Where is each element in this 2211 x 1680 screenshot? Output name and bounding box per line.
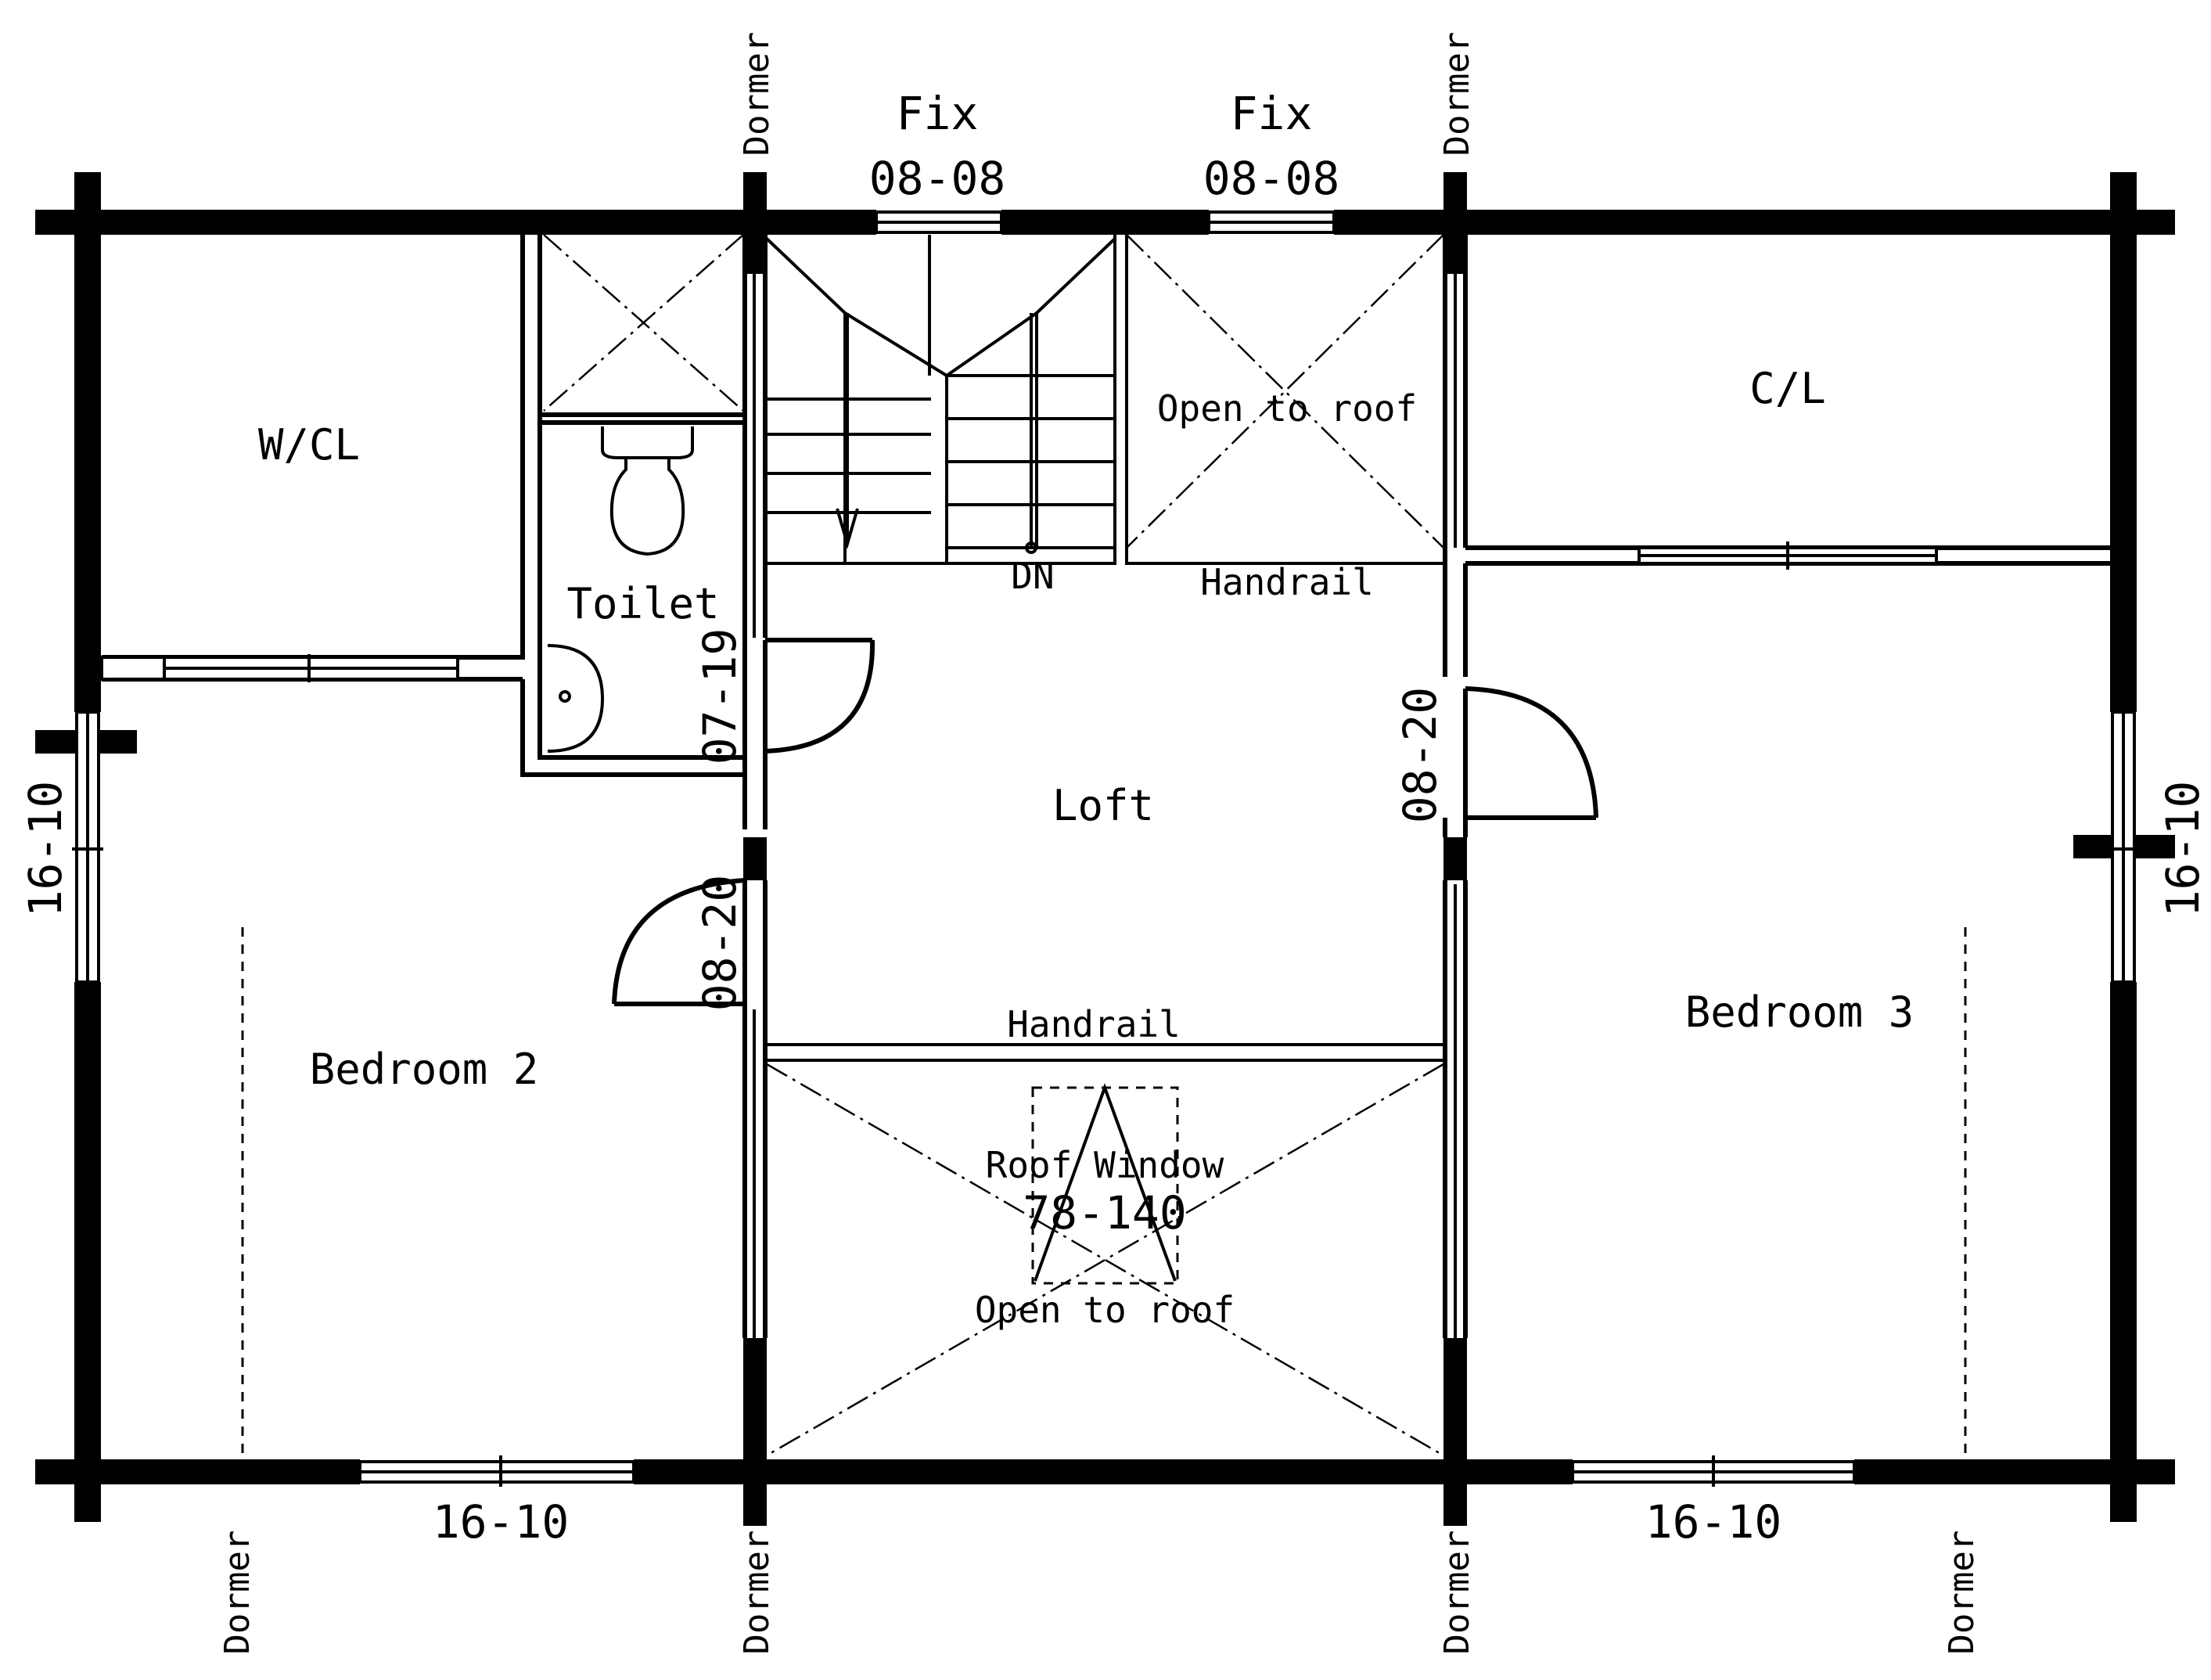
interior-walls (100, 172, 2110, 1526)
room-label-bedroom2: Bedroom 2 (310, 1045, 539, 1094)
dormer-label-top-right: Dormer (1437, 32, 1477, 156)
window-bottom-right-size: 16-10 (1645, 1495, 1782, 1549)
window-fix1-type: Fix (897, 87, 979, 140)
window-left-size: 16-10 (19, 781, 72, 918)
door-bedroom3-size: 08-20 (1393, 687, 1447, 824)
outer-walls (35, 172, 2175, 1522)
dormer-label-bottom-4: Dormer (1942, 1531, 1982, 1655)
dormer-label-bottom-3: Dormer (1437, 1531, 1477, 1655)
window-fix2-size: 08-08 (1203, 152, 1340, 205)
dormer-label-bottom-1: Dormer (218, 1531, 257, 1655)
roof-window-label: Roof Window (986, 1144, 1224, 1186)
stair-down-label: DN (1011, 555, 1054, 597)
open-to-roof-label-top: Open to roof (1157, 387, 1417, 430)
window-right-size: 16-10 (2156, 781, 2209, 918)
dormer-label-bottom-2: Dormer (737, 1531, 777, 1655)
room-label-loft: Loft (1052, 781, 1154, 830)
room-label-wcl: W/CL (258, 420, 360, 469)
toilet-fixture (547, 426, 694, 753)
handrail-label-mid: Handrail (1007, 1003, 1181, 1045)
staircase (765, 235, 1116, 565)
window-bottom-left-size: 16-10 (433, 1495, 570, 1549)
open-to-roof-label-bottom: Open to roof (975, 1289, 1235, 1331)
window-fix2-type: Fix (1231, 87, 1313, 140)
roof-window-size: 78-140 (1023, 1186, 1187, 1239)
open-to-roof-areas (543, 234, 1445, 1457)
door-toilet-size: 07-19 (693, 628, 746, 765)
room-label-cl: C/L (1749, 364, 1826, 413)
window-fix1-size: 08-08 (869, 152, 1006, 205)
dormer-lines (241, 927, 1967, 1455)
room-label-toilet: Toilet (566, 579, 719, 628)
door-bedroom2-size: 08-20 (693, 875, 746, 1012)
dormer-label-top-left: Dormer (737, 32, 777, 156)
room-label-bedroom3: Bedroom 3 (1685, 987, 1914, 1037)
outer-windows (72, 210, 2139, 1487)
doors (612, 638, 1598, 1006)
handrail-label-top: Handrail (1200, 561, 1374, 603)
